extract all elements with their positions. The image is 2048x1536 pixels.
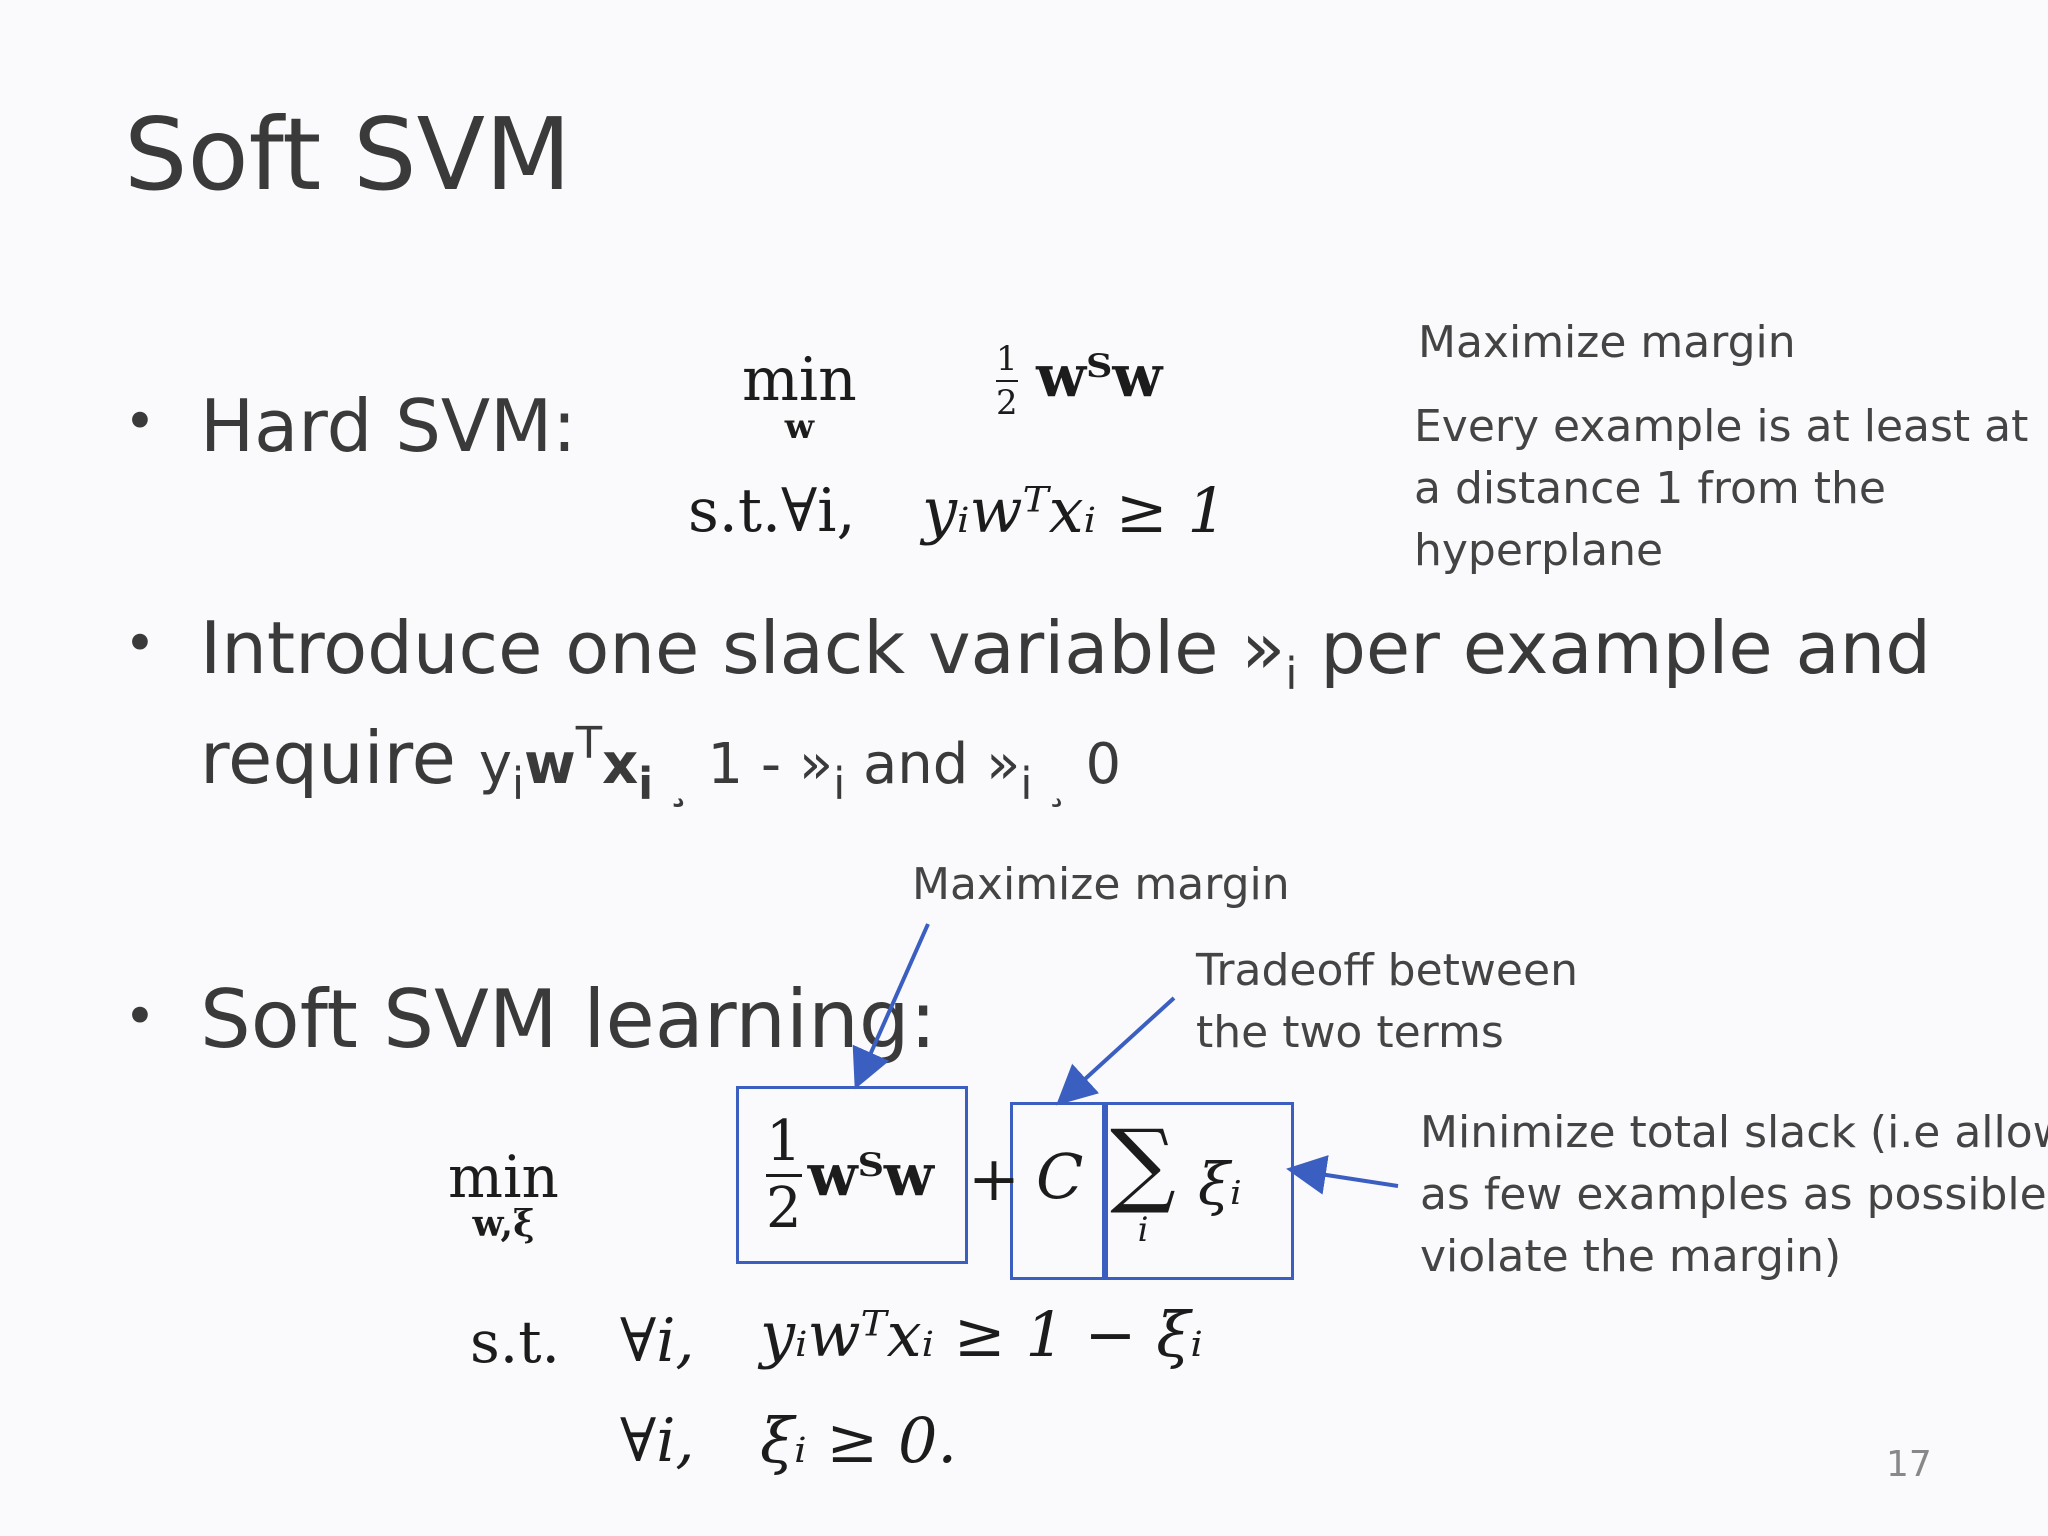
soft-maximize-note: Maximize margin [912, 859, 1290, 910]
arrow-maximize-margin [852, 923, 930, 1090]
hard-min: min w [742, 345, 857, 447]
slide-title: Soft SVM [124, 96, 572, 213]
introduce-slack-line1: Introduce one slack variable »i per exam… [200, 606, 1931, 700]
page-number: 17 [1886, 1444, 1932, 1485]
soft-constraint-2: ξᵢ ≥ 0. [760, 1404, 958, 1477]
introduce-slack-line2: require yiwTxi ¸ 1 - »i and »i ¸ 0 [200, 716, 1122, 810]
bullet-dot: • [124, 985, 156, 1048]
hard-maximize-note: Maximize margin [1418, 317, 1796, 368]
soft-xi: ξᵢ [1198, 1150, 1242, 1218]
hard-distance-note: Every example is at least at a distance … [1414, 401, 2029, 576]
soft-objective: 1 2 wᵀw [766, 1108, 934, 1241]
bullet-dot: • [124, 390, 156, 453]
soft-svm-label: Soft SVM learning: [200, 973, 937, 1066]
c-box [1010, 1102, 1108, 1280]
arrow-total-slack [1286, 1155, 1399, 1195]
soft-st: s.t. [470, 1308, 560, 1376]
soft-min: min w,ξ [448, 1143, 559, 1245]
soft-forall-1: ∀i, [620, 1306, 695, 1376]
soft-sum: ∑ i [1110, 1110, 1176, 1251]
hard-st: s.t.∀i, [688, 476, 856, 546]
slack-note: Minimize total slack (i.e allow as few e… [1420, 1107, 2048, 1282]
soft-C: C [1036, 1140, 1084, 1213]
soft-forall-2: ∀i, [620, 1406, 695, 1476]
soft-plus: + [968, 1142, 1020, 1215]
slack-sum-box [1102, 1102, 1294, 1280]
soft-constraint-1: yᵢwᵀxᵢ ≥ 1 − ξᵢ [760, 1298, 1203, 1371]
hard-constraint: yᵢwᵀxᵢ ≥ 1 [922, 474, 1227, 547]
bullet-dot: • [124, 612, 156, 675]
hard-objective: 1 2 wᵀw [996, 339, 1163, 423]
objective-box [736, 1086, 968, 1264]
hard-svm-label: Hard SVM: [200, 384, 577, 468]
tradeoff-note: Tradeoff between the two terms [1196, 945, 1578, 1058]
arrow-tradeoff [1056, 996, 1176, 1106]
